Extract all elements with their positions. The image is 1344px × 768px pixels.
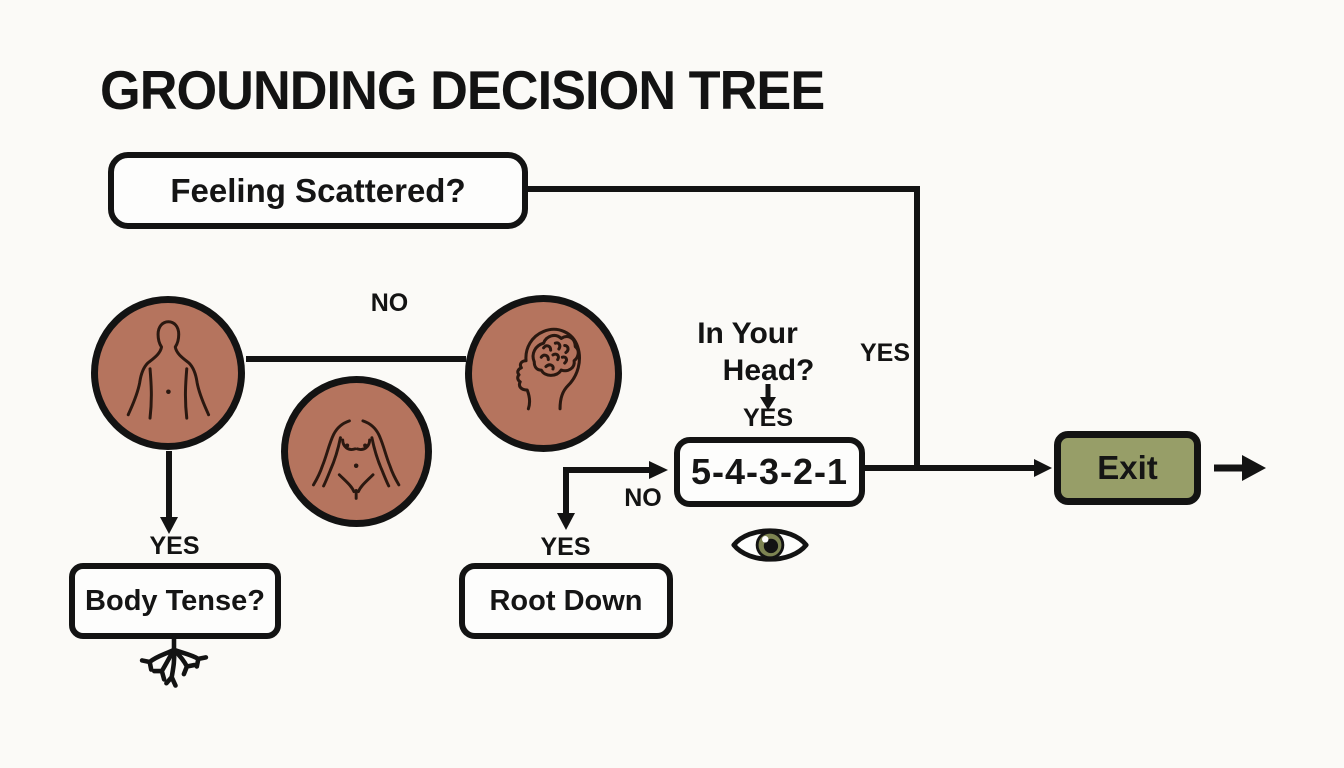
label-yes-exit: YES xyxy=(859,339,910,367)
node-feeling-scattered-label: Feeling Scattered? xyxy=(170,171,466,209)
arrowhead-into-countdown xyxy=(649,461,668,479)
head-brain-icon xyxy=(516,327,581,411)
circle-body xyxy=(91,296,245,450)
node-54321-label: 5-4-3-2-1 xyxy=(690,451,849,492)
node-root-down-label: Root Down xyxy=(489,584,643,617)
node-body-tense: Body Tense? xyxy=(69,563,281,639)
label-yes-body: YES xyxy=(149,532,200,560)
torso-figure-icon xyxy=(312,419,401,501)
node-exit: Exit xyxy=(1054,431,1201,505)
circle-brain xyxy=(465,295,622,452)
node-root-down: Root Down xyxy=(459,563,673,639)
label-no-mid: NO xyxy=(624,484,662,512)
label-yes-root: YES xyxy=(540,533,591,561)
question-line1: In Your xyxy=(697,317,798,350)
node-body-tense-label: Body Tense? xyxy=(85,584,265,617)
body-figure-icon xyxy=(126,319,210,420)
node-feeling-scattered: Feeling Scattered? xyxy=(108,152,528,229)
question-in-your-head: In Your Head? xyxy=(655,315,840,389)
arrowhead-into-exit xyxy=(1034,459,1052,477)
diagram-title: GROUNDING DECISION TREE xyxy=(100,59,825,121)
arrowhead-to-root-down xyxy=(557,513,575,530)
circle-torso xyxy=(281,376,432,527)
label-yes-head: YES xyxy=(742,404,794,432)
eye-icon xyxy=(731,528,809,562)
roots-icon xyxy=(139,637,209,688)
label-no-top: NO xyxy=(370,289,409,317)
arrowhead-after-exit xyxy=(1242,455,1266,481)
question-line2: Head? xyxy=(722,354,815,387)
node-exit-label: Exit xyxy=(1097,449,1158,486)
node-54321: 5-4-3-2-1 xyxy=(674,437,865,507)
